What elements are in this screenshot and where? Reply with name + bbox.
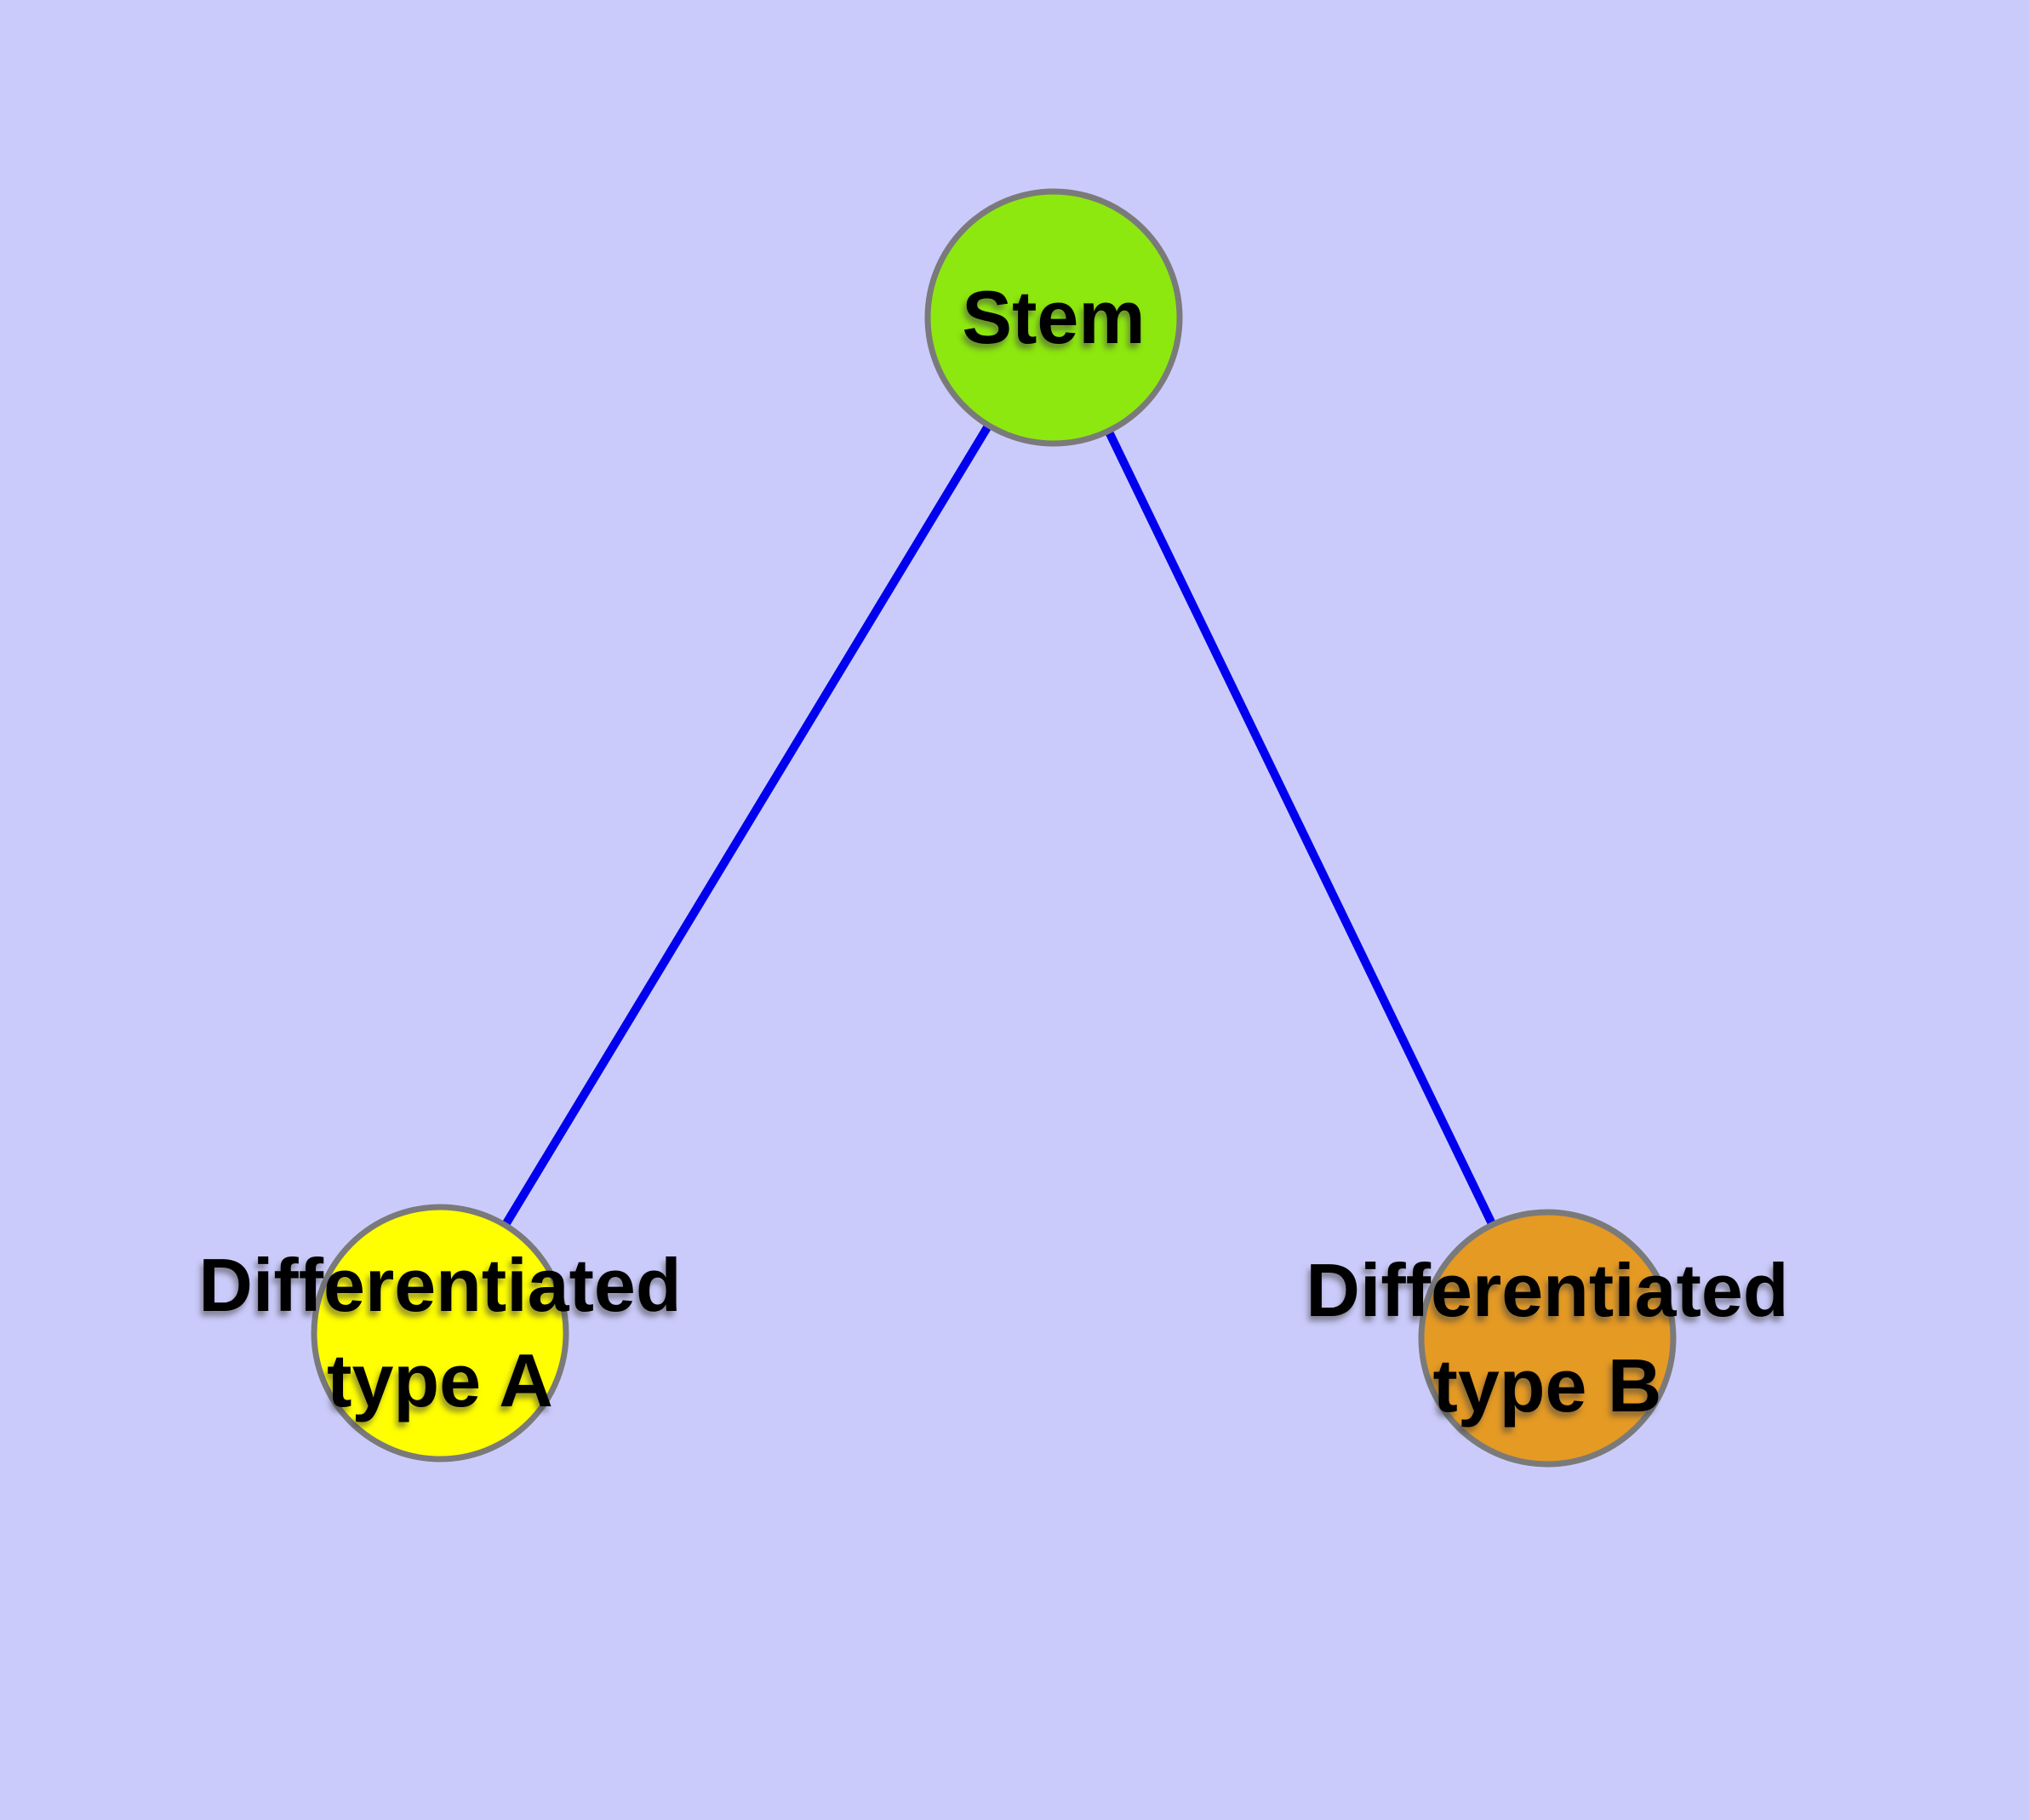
node-differentiated-type-b-circle	[1418, 1209, 1677, 1468]
node-differentiated-type-a-circle	[311, 1204, 569, 1462]
edge-stem-to-differentiated-type-a	[436, 313, 1058, 1337]
edge-stem-to-differentiated-type-b	[1049, 313, 1552, 1342]
node-stem-circle	[924, 188, 1183, 447]
